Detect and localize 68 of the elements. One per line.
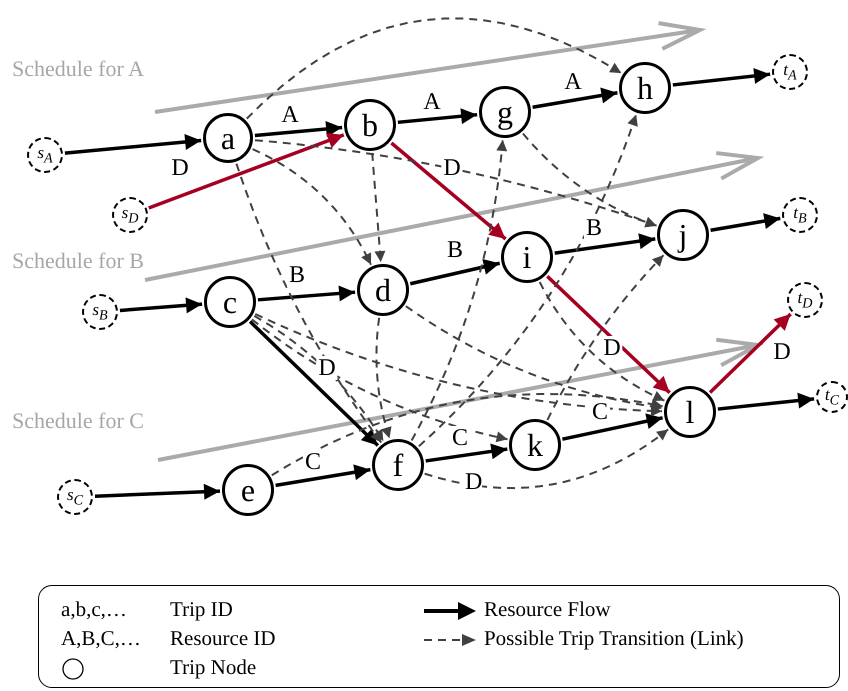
arrow [672,68,770,87]
dashed-arrow [371,152,386,262]
arrow [562,413,663,441]
trip-node: k [509,419,561,471]
arrow [425,443,508,463]
arrow [532,88,618,109]
trip-node: h [619,62,671,114]
dashed-arrow [538,282,665,402]
terminal-node: t$_{D}$ [787,282,823,318]
dashed-arrow [246,18,622,120]
trip-node: g [479,86,531,138]
legend-text: Trip ID [170,599,233,620]
arrow [708,312,792,394]
arrow [148,132,344,210]
trip-node: j [657,209,709,261]
arrow [64,134,202,155]
trip-node: e [222,464,274,516]
edge-label: B [584,216,604,240]
trip-node: i [501,231,553,283]
terminal-node: t$_{A}$ [772,54,808,90]
arrow [410,259,500,286]
trip-node: l [664,386,716,438]
arrow [258,285,356,302]
legend-text: Resource Flow [484,599,611,620]
arrow [398,108,478,124]
dashed-arrow [252,148,372,266]
arrow [554,233,656,255]
edge-label: B [287,263,307,287]
trip-node: a [203,113,253,163]
legend-text: Resource ID [170,628,276,649]
trip-node: b [344,99,396,151]
dashed-arrow [522,132,657,228]
terminal-node: s$_{C}$ [57,479,93,515]
arrow [718,392,814,411]
arrow [710,213,781,232]
trip-node: d [357,264,409,316]
terminal-node: t$_{C}$ [816,381,848,413]
legend-symbol-text: A,B,C,… [61,628,141,649]
dashed-arrow [254,139,657,228]
dashed-arrow [271,393,663,476]
schedule-label: Schedule for A [12,58,144,80]
trip-node: c [204,276,256,328]
dashed-arrow [405,305,662,412]
legend-text: Possible Trip Transition (Link) [484,628,744,649]
terminal-node: t$_{B}$ [782,197,818,233]
arrow [254,121,342,138]
legend-text: Trip Node [170,657,256,678]
terminal-node: s$_{B}$ [82,294,118,330]
edge-label: D [316,356,338,380]
dashed-arrow [251,318,508,442]
arrow [546,275,671,394]
terminal-node: s$_{A}$ [27,137,63,173]
dashed-arrow [546,254,664,420]
dashed-arrow [375,318,392,439]
trip-node: f [372,439,424,491]
dashed-arrow [410,140,508,442]
dashed-arrow [236,163,382,444]
arrow [94,484,220,500]
legend-symbol-text: a,b,c,… [61,599,127,620]
schedule-label: Schedule for C [12,410,144,432]
terminal-node: s$_{D}$ [112,197,148,233]
arrow [275,464,371,488]
arrow [120,297,202,314]
arrow [390,142,507,240]
schedule-label: Schedule for B [12,250,144,272]
dashed-arrow [418,114,638,448]
dashed-arrow [254,313,662,416]
dashed-arrow [424,428,669,490]
